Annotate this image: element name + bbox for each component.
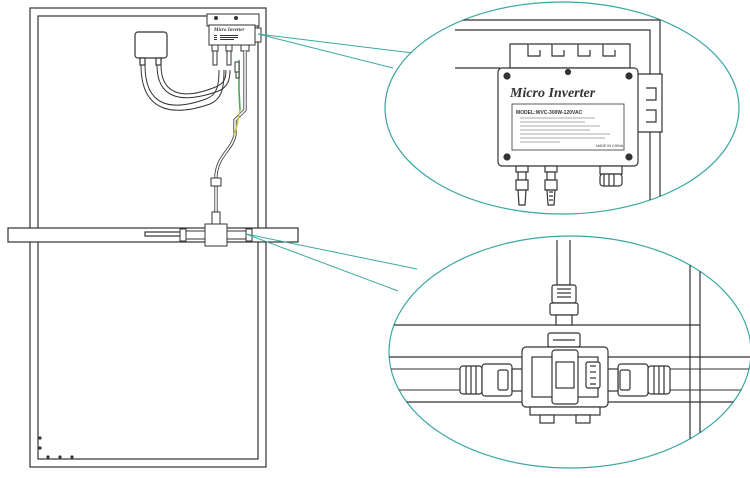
inverter-small-label: Micro Inverter xyxy=(213,28,244,33)
callout-lines xyxy=(245,33,418,292)
inverter-dc-connector-neg xyxy=(515,171,529,206)
rail-body xyxy=(7,227,299,243)
drop-cable xyxy=(549,240,579,326)
inverter-brand-label: Micro Inverter xyxy=(509,86,596,101)
left-plug xyxy=(459,363,525,397)
inverter-small: Micro Inverter xyxy=(206,13,262,66)
inverter-dc-connector-pos xyxy=(544,171,558,206)
dc-cables xyxy=(140,64,231,111)
nameplate-footer: MADE IN CHINA xyxy=(596,144,624,148)
ac-cable xyxy=(210,51,247,212)
t-connector-body xyxy=(521,332,609,424)
right-plug xyxy=(605,363,671,397)
inverter-bracket xyxy=(509,43,631,69)
zoom-t-connector xyxy=(388,235,750,469)
junction-box xyxy=(134,31,168,66)
mounting-rail xyxy=(7,227,299,243)
nameplate-model: MODEL:WVC-300W-120VAC xyxy=(516,110,583,116)
inverter-ac-connector xyxy=(599,173,623,187)
zoom-inverter: Micro Inverter MODEL:WVC-300W-120VAC MAD… xyxy=(384,1,740,215)
nameplate xyxy=(511,103,625,151)
